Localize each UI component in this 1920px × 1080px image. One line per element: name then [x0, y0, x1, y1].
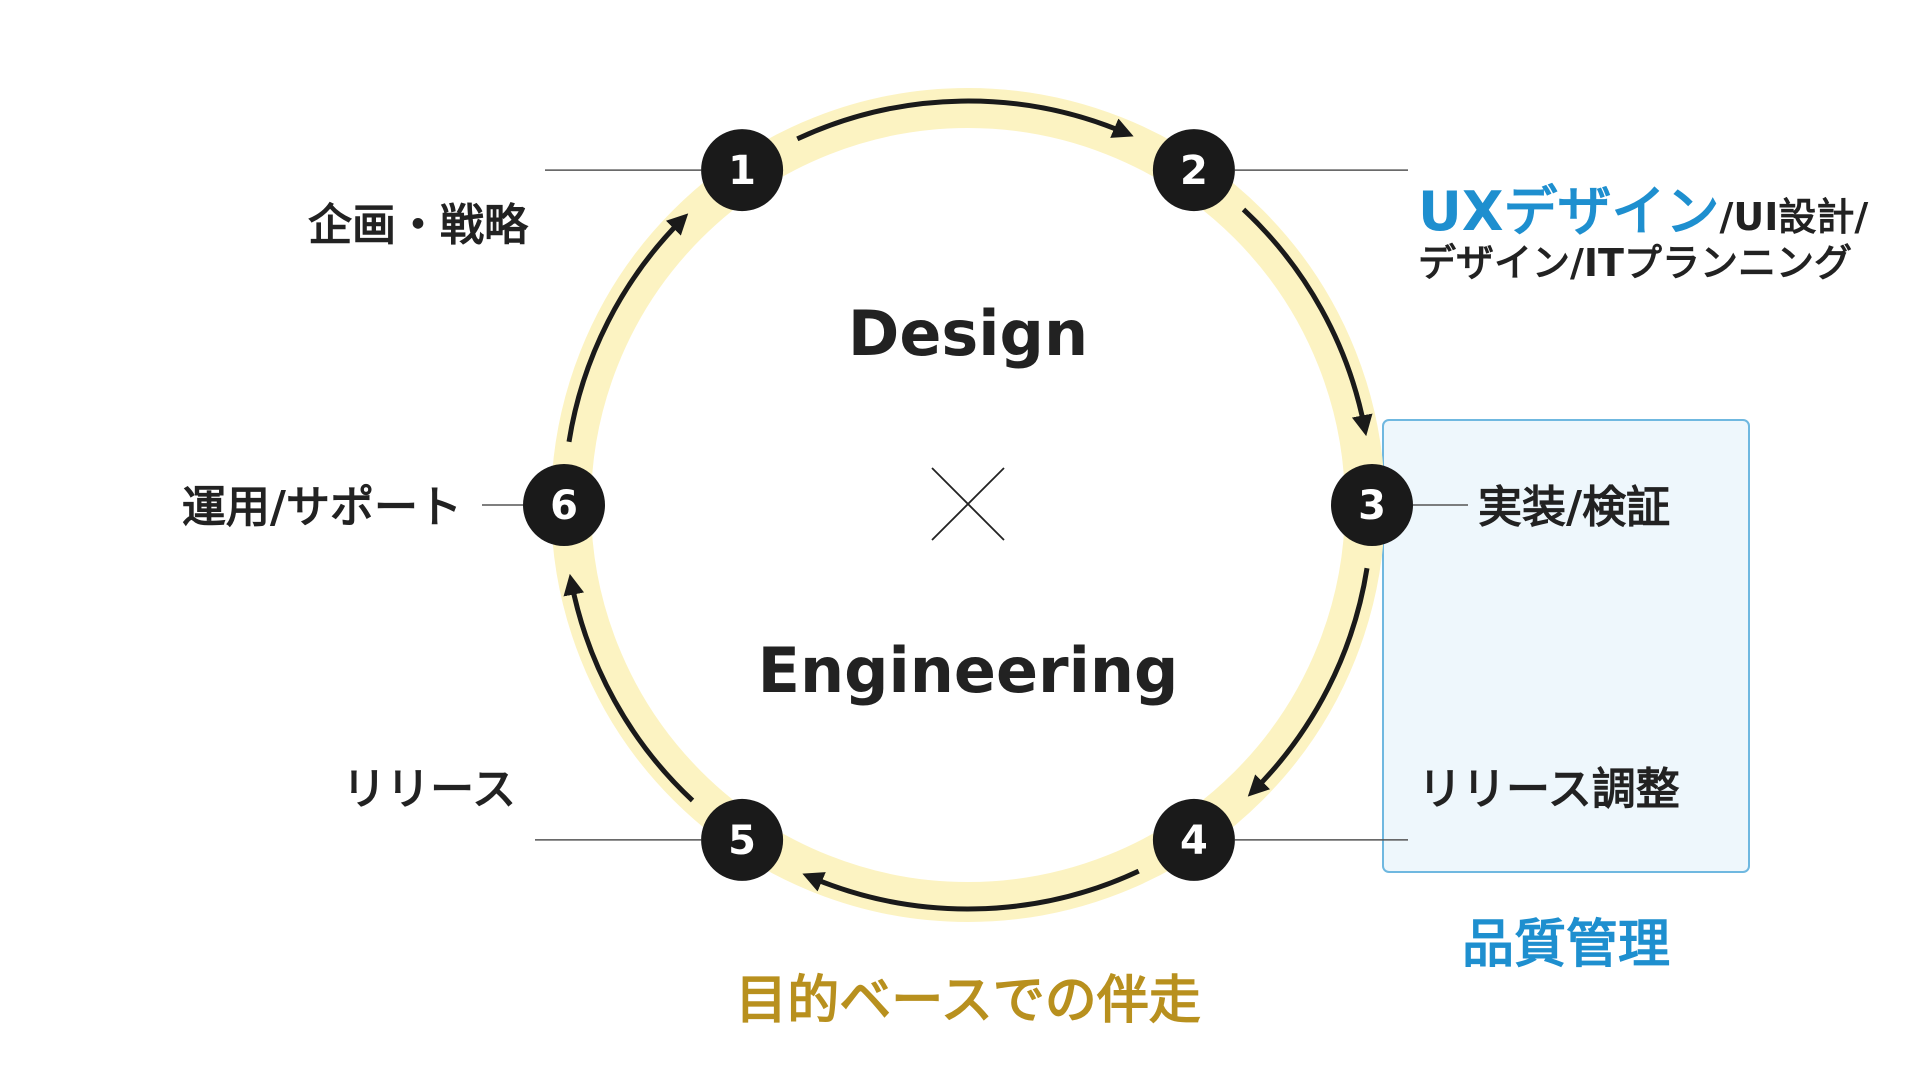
cycle-arrow-5-to-6 [563, 573, 695, 803]
step-node-circle [701, 129, 784, 212]
step-3-label: 実装/検証 [1478, 482, 1670, 533]
step-node-number: 1 [728, 148, 756, 194]
step-1-label: 企画・戦略 [308, 200, 529, 251]
center-bottom-word: Engineering [758, 634, 1179, 707]
quality-management-box [1382, 419, 1750, 873]
step-2-label-rest: /UI設計/ [1719, 195, 1868, 239]
step-2-label-line2: デザイン/ITプランニング [1418, 241, 1852, 285]
step-node-4: 4 [1152, 798, 1235, 881]
quality-management-label: 品質管理 [1462, 915, 1670, 975]
step-4-label: リリース調整 [1418, 764, 1680, 815]
cycle-arrows [563, 98, 1373, 912]
step-5-label: リリース [342, 764, 516, 815]
step-node-number: 4 [1180, 818, 1208, 864]
step-node-2: 2 [1152, 129, 1235, 212]
step-nodes: 1 2 3 4 5 6 [523, 129, 1413, 881]
step-node-number: 2 [1180, 148, 1208, 194]
step-node-3: 3 [1331, 464, 1413, 546]
step-2-label-line1: UXデザイン/UI設計/ [1418, 180, 1868, 243]
step-node-circle [1331, 464, 1413, 546]
caption: 目的ベースでの伴走 [735, 971, 1200, 1031]
step-node-1: 1 [701, 129, 784, 212]
cycle-arrow-3-to-4 [1247, 567, 1370, 797]
step-node-circle [523, 464, 605, 546]
step-node-number: 3 [1358, 483, 1386, 529]
step-node-6: 6 [523, 464, 605, 546]
step-node-circle [701, 798, 784, 881]
step-node-circle [1152, 798, 1235, 881]
label-connectors [482, 169, 1468, 841]
step-2-label-highlight: UXデザイン [1418, 180, 1719, 243]
cycle-arrow-1-to-2 [796, 98, 1134, 142]
center-top-word: Design [848, 297, 1088, 370]
step-node-circle [1152, 129, 1235, 212]
step-6-label: 運用/サポート [182, 482, 462, 533]
step-node-5: 5 [701, 798, 784, 881]
step-node-number: 6 [550, 483, 578, 529]
cycle-arrow-2-to-3 [1241, 207, 1373, 437]
cycle-arrow-6-to-1 [566, 213, 689, 443]
step-node-number: 5 [728, 818, 756, 864]
cycle-arrow-4-to-5 [802, 868, 1140, 912]
center-times-symbol [931, 467, 1005, 541]
